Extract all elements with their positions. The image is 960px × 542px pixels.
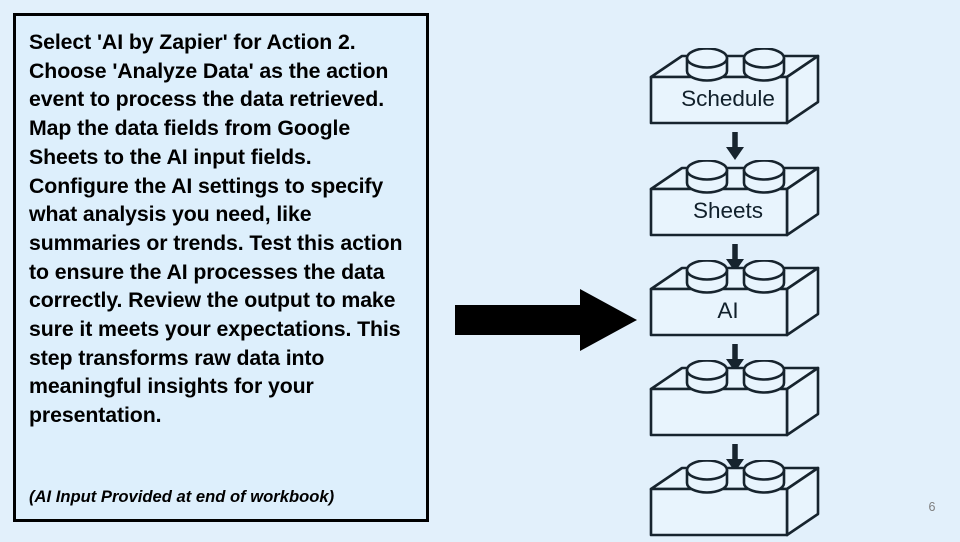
brick-item[interactable] (646, 360, 824, 442)
brick-item[interactable] (646, 460, 824, 542)
big-right-arrow-icon (455, 289, 637, 351)
lego-brick-icon (649, 160, 820, 237)
brick-item[interactable]: Schedule (646, 48, 824, 130)
lego-brick-icon (649, 260, 820, 337)
down-arrow-icon (726, 132, 744, 160)
instruction-body-text: Select 'AI by Zapier' for Action 2. Choo… (29, 30, 409, 428)
instruction-note-text: (AI Input Provided at end of workbook) (29, 487, 335, 506)
instruction-callout-box: Select 'AI by Zapier' for Action 2. Choo… (13, 13, 429, 522)
brick-item[interactable]: AI (646, 260, 824, 342)
lego-brick-stack: Schedule Sheets (646, 48, 824, 537)
page-number: 6 (928, 500, 936, 514)
down-arrow-icon (726, 244, 744, 272)
down-arrow-icon (726, 444, 744, 472)
brick-item[interactable]: Sheets (646, 160, 824, 242)
lego-brick-icon (649, 48, 820, 125)
down-arrow-icon (726, 344, 744, 372)
lego-brick-icon (649, 360, 820, 437)
lego-brick-icon (649, 460, 820, 537)
